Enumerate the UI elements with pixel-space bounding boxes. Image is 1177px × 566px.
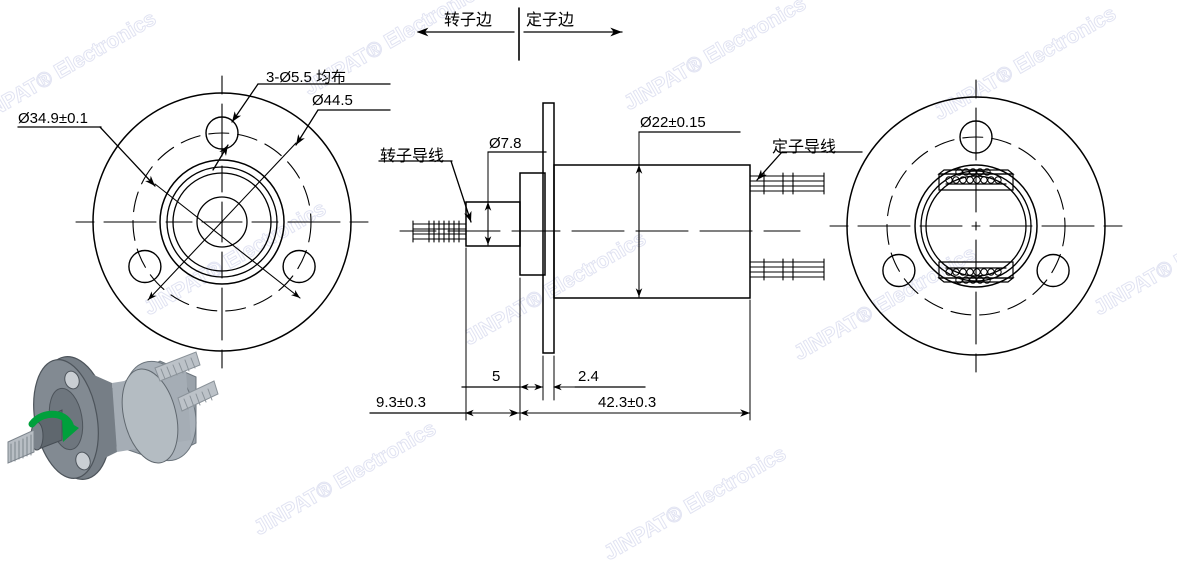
hole-pattern-label: 3-Ø5.5 均布 [266,69,347,86]
flange-thickness-dim: 2.4 [578,368,599,385]
rotor-lead-label: 转子导线 [380,146,445,165]
shaft-dia-label: Ø7.8 [489,135,522,152]
stator-side-label: 定子边 [526,10,575,29]
bolt-circle-label: Ø44.5 [312,92,353,109]
body-length-dim: 42.3±0.3 [598,394,657,411]
body-dia-label: Ø22±0.15 [640,114,706,131]
iso-render [7,351,219,480]
step-length-dim: 5 [492,368,501,385]
rotor-side-label: 转子边 [444,10,493,29]
stator-lead-label: 定子导线 [772,137,837,156]
linework [7,7,1123,480]
bore-dia-label: Ø34.9±0.1 [18,110,88,127]
rotor-length-dim: 9.3±0.3 [376,394,426,411]
